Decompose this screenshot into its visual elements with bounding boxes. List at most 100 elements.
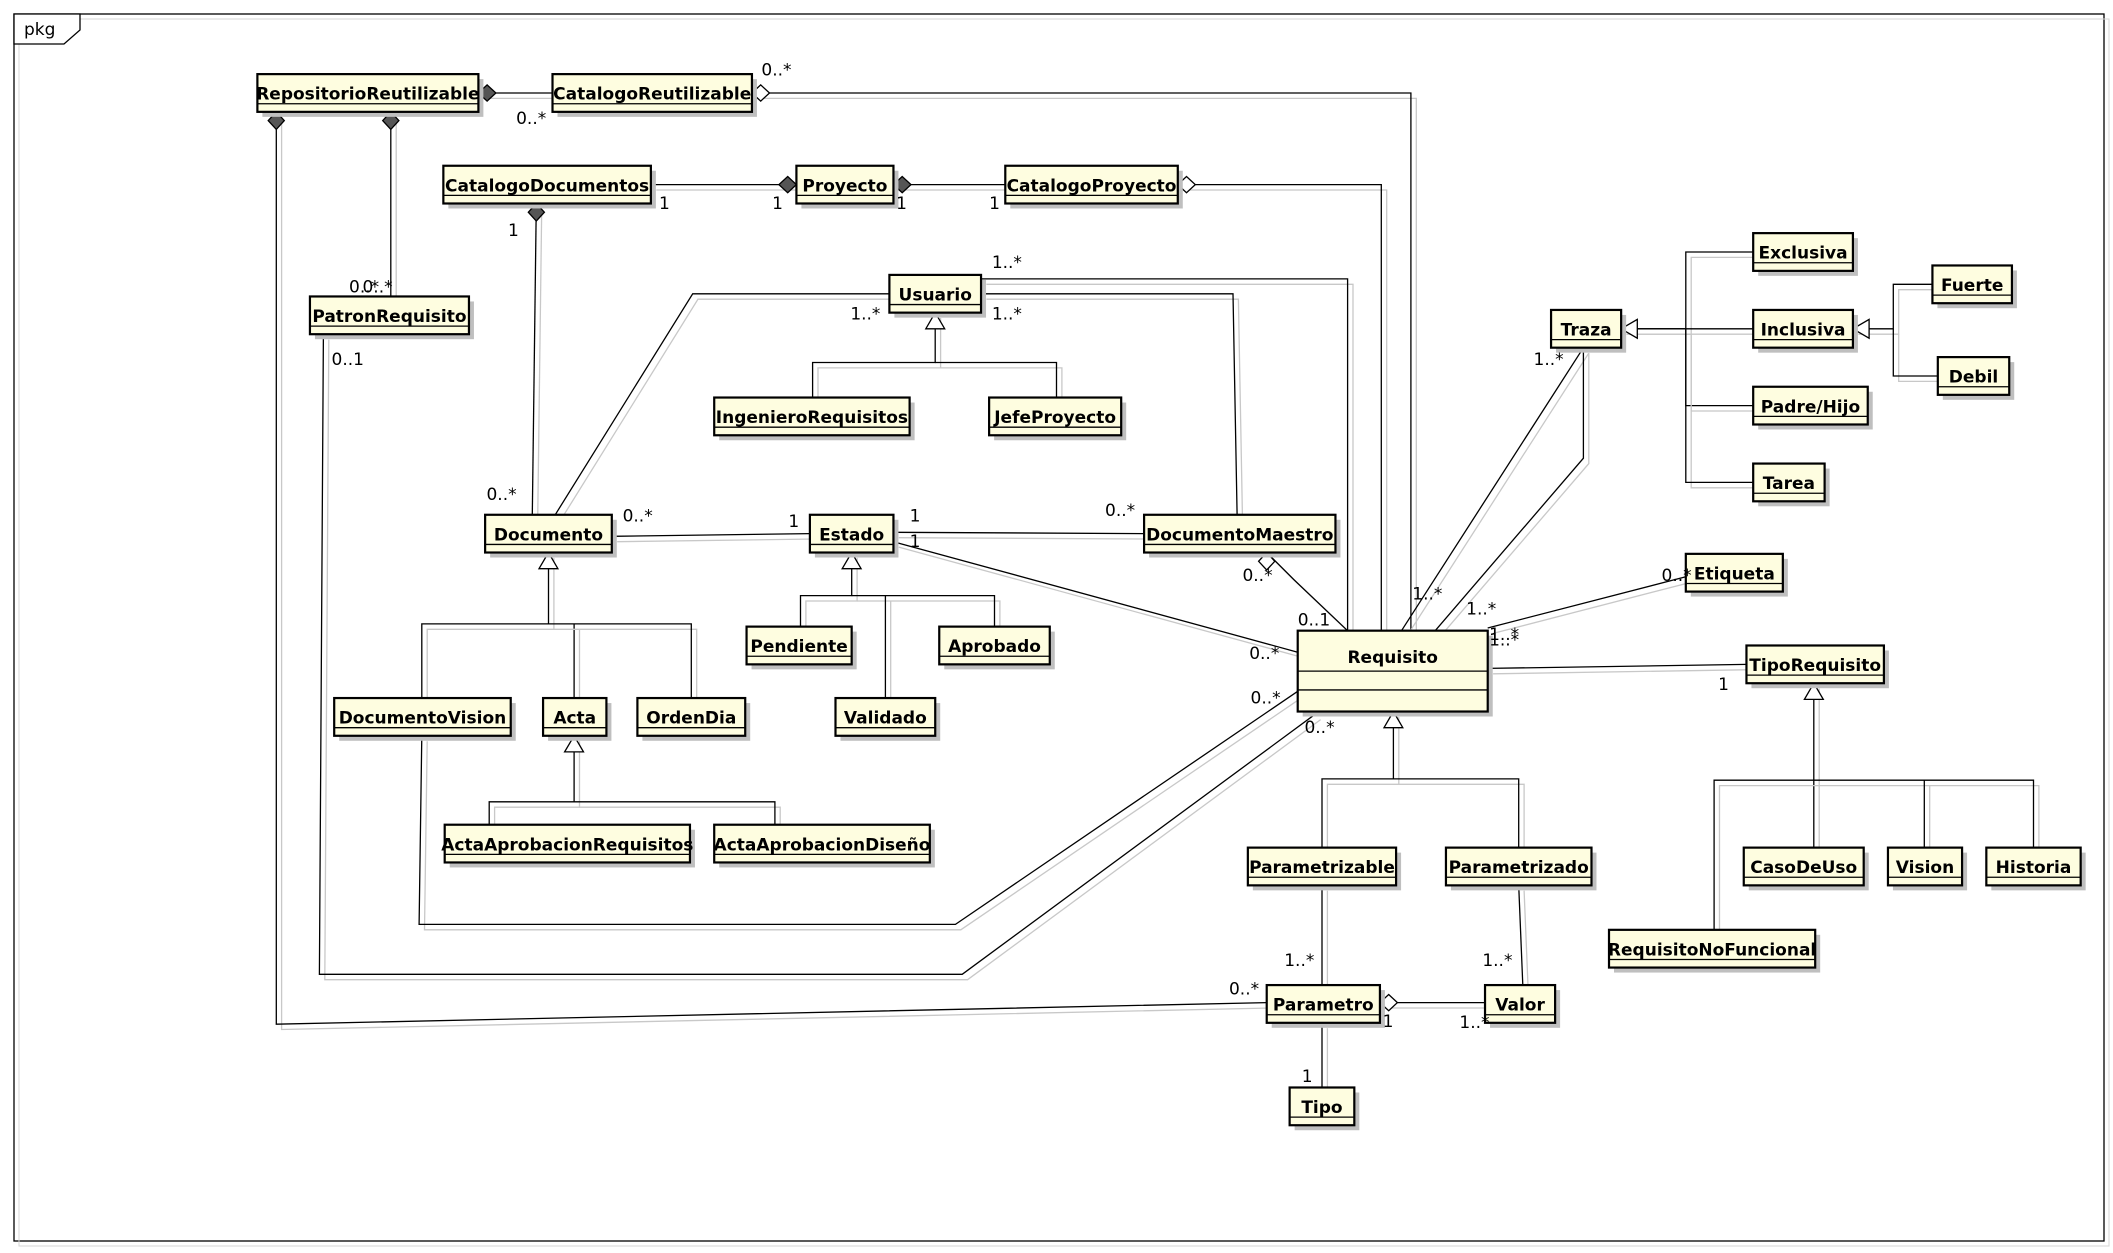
multiplicity-label: 1..*: [1482, 951, 1512, 971]
edge-reqnofunc-tiporequisito: [1713, 779, 1814, 930]
edge-usuario-docmaestro: [981, 293, 1238, 515]
class-box: [1142, 513, 1337, 554]
class-box: [333, 696, 512, 737]
edge-jefe-usuario-shadow: [940, 367, 1063, 403]
class-usuario[interactable]: Usuario: [888, 273, 987, 318]
class-exclusiva[interactable]: Exclusiva: [1752, 232, 1858, 276]
class-catalogoProy[interactable]: CatalogoProyecto: [1004, 164, 1183, 209]
class-box: [1985, 846, 2082, 887]
edge-repositorio-parametro: [275, 111, 1267, 1025]
class-docMaestro[interactable]: DocumentoMaestro: [1142, 513, 1341, 558]
class-valor[interactable]: Valor: [1483, 983, 1561, 1028]
class-inclusiva[interactable]: Inclusiva: [1752, 308, 1858, 353]
class-etiqueta[interactable]: Etiqueta: [1684, 552, 1788, 597]
edge-documento-estado: [611, 532, 810, 537]
multiplicity-label: 1..*: [992, 253, 1022, 273]
multiplicity-label: 1: [1302, 1067, 1313, 1087]
generalization-arrow-requisito: [1382, 710, 1404, 729]
multiplicity-label: 0..*: [1229, 980, 1259, 1000]
edge-debil-inclusiva: [1892, 328, 1938, 377]
class-validado[interactable]: Validado: [834, 696, 941, 741]
class-proyecto[interactable]: Proyecto: [795, 164, 899, 209]
class-aprobado[interactable]: Aprobado: [938, 625, 1055, 670]
class-box: [713, 823, 931, 864]
multiplicity-label: 1..*: [992, 304, 1022, 324]
class-box: [1752, 385, 1869, 426]
class-historia[interactable]: Historia: [1985, 846, 2086, 891]
edge-parametrizable-requisito: [1321, 711, 1395, 848]
edge-docmaestro-requisito: [1266, 552, 1349, 632]
class-reqNoFunc[interactable]: RequisitoNoFuncional: [1607, 928, 1821, 973]
edge-ordendia-documento-shadow: [553, 628, 698, 704]
class-name: ActaAprobacionRequisitos: [441, 835, 693, 855]
class-box: [1607, 928, 1817, 969]
class-fuerte[interactable]: Fuerte: [1931, 264, 2017, 309]
class-name: Debil: [1949, 368, 1998, 388]
edge-requisito-traza-1-shadow: [1406, 352, 1590, 637]
class-box: [1931, 264, 2014, 305]
class-patron[interactable]: PatronRequisito: [308, 295, 474, 340]
class-parametro[interactable]: Parametro: [1265, 983, 1385, 1028]
class-repositorio[interactable]: RepositorioReutilizable: [256, 73, 484, 117]
class-name: Historia: [1996, 858, 2072, 878]
class-documento[interactable]: Documento: [484, 513, 617, 558]
multiplicity-label: 1..*: [850, 304, 880, 324]
edge-padrehijo-traza-shadow: [1690, 334, 1759, 412]
multiplicity-label: 1: [910, 532, 921, 552]
class-ordenDia[interactable]: OrdenDia: [636, 696, 751, 741]
class-box: [442, 164, 652, 205]
edge-catalogoreut-requisito: [751, 92, 1412, 631]
class-parametrizable[interactable]: Parametrizable: [1246, 846, 1402, 891]
class-traza[interactable]: Traza: [1549, 308, 1627, 353]
edge-estado-requisito-shadow: [898, 546, 1304, 659]
class-box: [1752, 308, 1855, 349]
class-box: [1752, 462, 1826, 503]
class-debil[interactable]: Debil: [1936, 356, 2015, 400]
edge-catalogodoc-documento: [531, 203, 537, 515]
class-jefe[interactable]: JefeProyecto: [988, 396, 1127, 441]
class-tarea[interactable]: Tarea: [1752, 462, 1830, 507]
class-box: [551, 73, 754, 113]
class-box: [1936, 356, 2011, 396]
multiplicity-label: 0..*: [1304, 718, 1334, 738]
multiplicity-label: 1..*: [1534, 350, 1564, 370]
class-name: RepositorioReutilizable: [256, 85, 479, 105]
class-catalogoReut[interactable]: CatalogoReutilizable: [551, 73, 757, 117]
class-requisito[interactable]: Requisito: [1296, 629, 1493, 717]
edge-requisito-traza-2-shadow: [1440, 353, 1590, 637]
edge-actadis-acta: [574, 801, 776, 825]
class-tipo[interactable]: Tipo: [1288, 1086, 1360, 1131]
class-box: [1886, 846, 1964, 887]
class-box: [834, 696, 937, 737]
multiplicity-label: 0..*: [1251, 688, 1281, 708]
class-parametrizado[interactable]: Parametrizado: [1444, 846, 1597, 891]
class-name: CatalogoReutilizable: [553, 85, 751, 105]
class-catalogoDoc[interactable]: CatalogoDocumentos: [442, 164, 656, 209]
class-estado[interactable]: Estado: [808, 513, 899, 558]
class-box: [1745, 644, 1886, 685]
class-actaDis[interactable]: ActaAprobacionDiseño: [713, 823, 935, 868]
class-tipoRequisito[interactable]: TipoRequisito: [1745, 644, 1889, 689]
class-name: JefeProyecto: [993, 408, 1116, 428]
class-padreHijo[interactable]: Padre/Hijo: [1752, 385, 1873, 430]
class-box: [1246, 846, 1398, 887]
edge-parametrizado-requisito-shadow: [1398, 783, 1525, 853]
edge-aprobado-estado-shadow: [857, 600, 1001, 632]
class-name: PatronRequisito: [312, 307, 466, 327]
class-casoDeUso[interactable]: CasoDeUso: [1742, 846, 1869, 891]
class-docVision[interactable]: DocumentoVision: [333, 696, 516, 741]
class-pendiente[interactable]: Pendiente: [745, 625, 857, 670]
class-box: [1265, 983, 1382, 1024]
class-name: DocumentoVision: [339, 709, 507, 729]
class-name: IngenieroRequisitos: [716, 408, 908, 428]
class-vision[interactable]: Vision: [1886, 846, 1968, 891]
edge-docvision-requisito: [418, 690, 1299, 926]
class-actaReq[interactable]: ActaAprobacionRequisitos: [441, 823, 695, 868]
class-acta[interactable]: Acta: [541, 696, 612, 741]
class-name: Tarea: [1763, 474, 1815, 494]
edge-docvision-documento: [421, 552, 550, 698]
generalization-arrow-acta: [563, 734, 585, 753]
class-ingeniero[interactable]: IngenieroRequisitos: [713, 396, 915, 441]
class-name: TipoRequisito: [1749, 656, 1881, 676]
